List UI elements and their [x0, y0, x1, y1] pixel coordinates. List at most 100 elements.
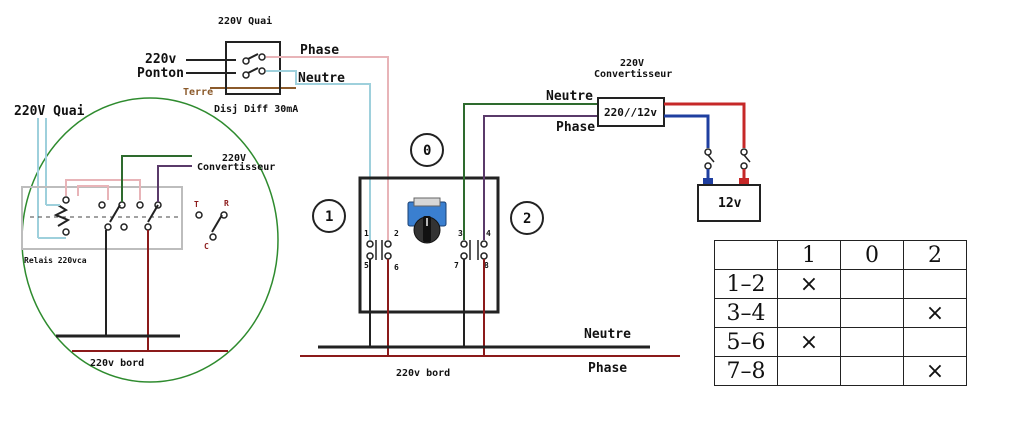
neutre-top-label: Neutre	[298, 71, 345, 86]
relay-coil-terminal-top	[62, 196, 70, 204]
relay-conv-phase-wire	[157, 165, 192, 202]
relay-name-label: Relais 220vca	[24, 255, 87, 265]
table-cell: ×	[777, 327, 841, 357]
quai-label: 220V Quai	[218, 15, 272, 27]
table-cell	[903, 269, 967, 299]
converter-box	[597, 97, 665, 127]
terminal-6-label: 6	[394, 263, 399, 272]
relay-pink-wire-2	[77, 185, 109, 200]
relay-detail-circle	[21, 97, 279, 383]
relay-contact-3b	[144, 223, 152, 231]
position-1-label: 1	[325, 209, 333, 225]
disj-terminal-2	[258, 53, 266, 61]
trc-blade	[211, 214, 223, 233]
terminal-3-label: 3	[458, 229, 463, 238]
relay-contact-1b	[104, 223, 112, 231]
disj-label: Disj Diff 30mA	[214, 103, 298, 115]
terminal-4-label: 4	[486, 229, 491, 238]
r-terminal	[220, 211, 228, 219]
relay-quai-label: 220V Quai	[14, 104, 85, 119]
dc-minus-wire	[664, 114, 710, 148]
table-header-cell	[714, 240, 778, 270]
battery-box	[697, 184, 761, 222]
dc-switches	[704, 148, 751, 170]
disj-terminal-4	[258, 67, 266, 75]
dc-plus-wire	[664, 102, 746, 148]
table-cell: ×	[777, 269, 841, 299]
c-label: C	[204, 242, 209, 251]
terminal-2-label: 2	[394, 229, 399, 238]
phase-top-label: Phase	[300, 43, 339, 58]
table-row-label: 3–4	[714, 298, 778, 328]
position-0-label: 0	[423, 143, 431, 159]
relay-pink-wire	[65, 179, 141, 200]
ponton-220v-label: 220v	[145, 52, 176, 67]
relay-conv-220v-label: 220V	[222, 153, 246, 164]
relay-coil	[53, 204, 71, 227]
conv-phase-wire	[483, 115, 598, 240]
table-row: 7–8 ×	[714, 356, 967, 386]
table-cell: ×	[903, 298, 967, 328]
terminal-1-label: 1	[364, 229, 369, 238]
disj-box	[225, 41, 281, 95]
r-label: R	[224, 199, 229, 208]
relay-contact-3a	[136, 201, 144, 209]
relay-coil-terminal-bottom	[62, 228, 70, 236]
rotary-switch-box	[358, 176, 500, 314]
battery-label: 12v	[718, 196, 742, 211]
converter-box-label: 220//12v	[604, 106, 657, 119]
terminal-5-label: 5	[364, 261, 369, 270]
relay-contact-2b	[120, 223, 128, 231]
conv-neutre-label: Neutre	[546, 89, 593, 104]
t-terminal	[195, 211, 203, 219]
relay-bord-label: 220v bord	[90, 358, 144, 369]
table-cell	[903, 327, 967, 357]
bus-neutre-label: Neutre	[584, 327, 631, 342]
table-cell: ×	[903, 356, 967, 386]
table-cell	[777, 356, 841, 386]
table-cell	[840, 356, 904, 386]
conv-name-label: Convertisseur	[594, 68, 672, 80]
battery-plus-terminal	[739, 178, 749, 185]
table-header-cell: 0	[840, 240, 904, 270]
relay-contact-1-blade	[109, 204, 121, 223]
relay-contact-1a	[98, 201, 106, 209]
table-row: 3–4 ×	[714, 298, 967, 328]
disj-blade-2	[247, 67, 259, 74]
terre-label: Terre	[183, 87, 213, 98]
rotary-knob-icon	[407, 197, 447, 244]
table-row-label: 1–2	[714, 269, 778, 299]
terminal-8-label: 8	[484, 261, 489, 270]
table-row-label: 5–6	[714, 327, 778, 357]
bord-label: 220v bord	[396, 368, 450, 379]
table-cell	[840, 327, 904, 357]
conv-phase-label: Phase	[556, 120, 595, 135]
relay-conv-neutre-wire	[121, 155, 192, 202]
disj-terminal-3	[242, 71, 250, 79]
neutre-top-wire	[266, 70, 371, 240]
table-header-cell: 2	[903, 240, 967, 270]
t-label: T	[194, 200, 199, 209]
conv-neutre-wire	[463, 103, 598, 240]
table-cell	[777, 298, 841, 328]
position-2-circle	[510, 201, 544, 235]
table-row-label: 7–8	[714, 356, 778, 386]
table-cell	[840, 269, 904, 299]
ponton-label: Ponton	[137, 66, 184, 81]
table-row: 1–2×	[714, 269, 967, 299]
conv-220v-label: 220V	[620, 58, 644, 69]
relay-conv-label: Convertisseur	[197, 161, 275, 173]
position-2-label: 2	[523, 211, 531, 227]
terminal-7-label: 7	[454, 261, 459, 270]
position-0-circle	[410, 133, 444, 167]
battery-minus-terminal	[703, 178, 713, 185]
table-row: 5–6×	[714, 327, 967, 357]
switch-contacts	[366, 240, 488, 260]
disj-terminal-1	[242, 57, 250, 65]
position-1-circle	[312, 199, 346, 233]
c-terminal	[209, 233, 217, 241]
